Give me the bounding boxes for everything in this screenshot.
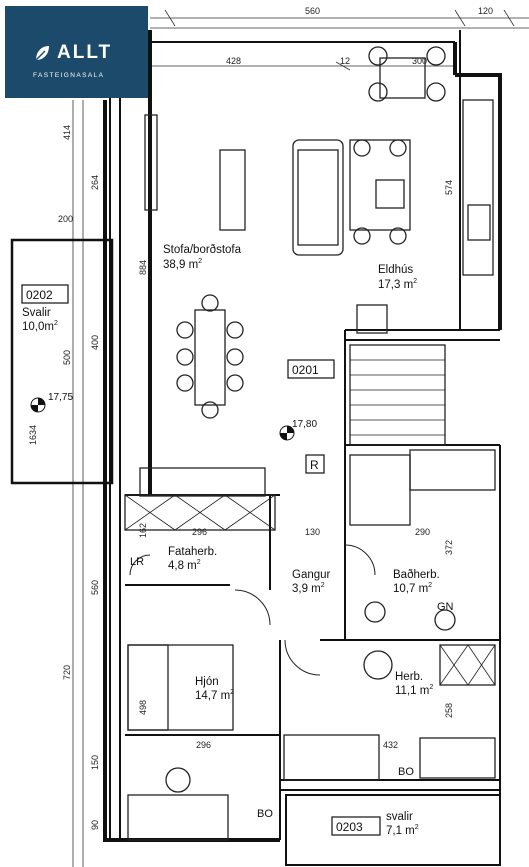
dim-432: 432: [383, 740, 398, 750]
code-box-0202: [21, 284, 69, 304]
allt-logo: ALLT FASTEIGNASALA: [5, 6, 148, 98]
lr-marker: LR: [130, 556, 144, 568]
dim-120-top: 120: [478, 6, 493, 16]
dim-150: 150: [90, 755, 100, 770]
elevation-marker-1775: 17,75: [30, 392, 73, 413]
dim-560-side: 560: [90, 580, 100, 595]
dim-12: 12: [340, 56, 350, 66]
room-name-eldhus: Eldhús: [378, 264, 413, 276]
dim-414: 414: [62, 125, 72, 140]
dim-258: 258: [444, 703, 454, 718]
dim-296-lower: 296: [196, 740, 211, 750]
elevation-1780-label: 17,80: [292, 419, 317, 430]
room-area-gangur: 3,9 m2: [292, 582, 325, 595]
dim-560-top: 560: [305, 6, 320, 16]
code-0202: 0202: [26, 288, 53, 302]
room-area-svalir-0203: 7,1 m2: [386, 824, 419, 837]
room-area-eldhus: 17,3 m2: [378, 278, 417, 291]
r-marker: R: [310, 458, 319, 472]
hatch-patterns: [124, 359, 496, 686]
dim-500: 500: [62, 350, 72, 365]
dim-1634: 1634: [28, 425, 38, 445]
bo-marker-1: BO: [398, 766, 414, 778]
dim-296-upper: 296: [192, 527, 207, 537]
dim-574: 574: [444, 180, 454, 195]
room-area-fataherb: 4,8 m2: [168, 559, 201, 572]
dim-884: 884: [138, 260, 148, 275]
code-box-0203: [331, 816, 381, 836]
room-name-badherb: Baðherb.: [393, 569, 440, 581]
dim-264: 264: [90, 175, 100, 190]
dim-300: 300: [412, 56, 427, 66]
room-name-fataherb: Fataherb.: [168, 546, 217, 558]
brand-tagline: FASTEIGNASALA: [33, 72, 105, 79]
door-swings: [129, 544, 376, 676]
dim-372: 372: [444, 540, 454, 555]
code-0201: 0201: [292, 363, 319, 377]
elevation-1775-label: 17,75: [48, 392, 73, 403]
room-name-hjon: Hjón: [195, 676, 219, 688]
room-name-svalir-0202: Svalir: [22, 307, 51, 319]
room-area-herb: 11,1 m2: [395, 684, 433, 697]
dimension-labels: 560 120 428 12 300 414 264 574 200 884 4…: [28, 6, 493, 830]
room-name-gangur: Gangur: [292, 569, 331, 581]
dim-200: 200: [58, 214, 73, 224]
r-marker-box: [305, 454, 325, 474]
room-area-badherb: 10,7 m2: [393, 582, 432, 595]
gn-marker: GN: [437, 601, 454, 613]
bo-marker-2: BO: [257, 808, 273, 820]
room-area-stofa: 38,9 m2: [163, 258, 202, 271]
dim-130: 130: [305, 527, 320, 537]
room-name-stofa: Stofa/borðstofa: [163, 244, 242, 256]
room-name-svalir-0203: svalir: [386, 811, 413, 823]
dim-720: 720: [62, 665, 72, 680]
dim-162: 162: [138, 523, 148, 538]
balcony-0203-outline: [285, 794, 501, 866]
furniture: [124, 46, 496, 841]
balcony-0202-outline: [10, 238, 114, 485]
room-name-herb: Herb.: [395, 671, 423, 683]
code-0203: 0203: [336, 820, 363, 834]
leaf-icon: [35, 46, 49, 61]
dim-400: 400: [90, 335, 100, 350]
room-area-hjon: 14,7 m2: [195, 689, 234, 702]
room-labels: Stofa/borðstofa 38,9 m2 Eldhús 17,3 m2 0…: [21, 244, 440, 837]
dim-428: 428: [226, 56, 241, 66]
code-box-0201: [287, 359, 335, 379]
brand-name: ALLT: [57, 42, 113, 63]
elevation-marker-1780: 17,80: [279, 419, 317, 441]
dim-90: 90: [90, 820, 100, 830]
dim-290: 290: [415, 527, 430, 537]
dim-498: 498: [138, 700, 148, 715]
room-area-svalir-0202: 10,0m2: [22, 320, 58, 333]
